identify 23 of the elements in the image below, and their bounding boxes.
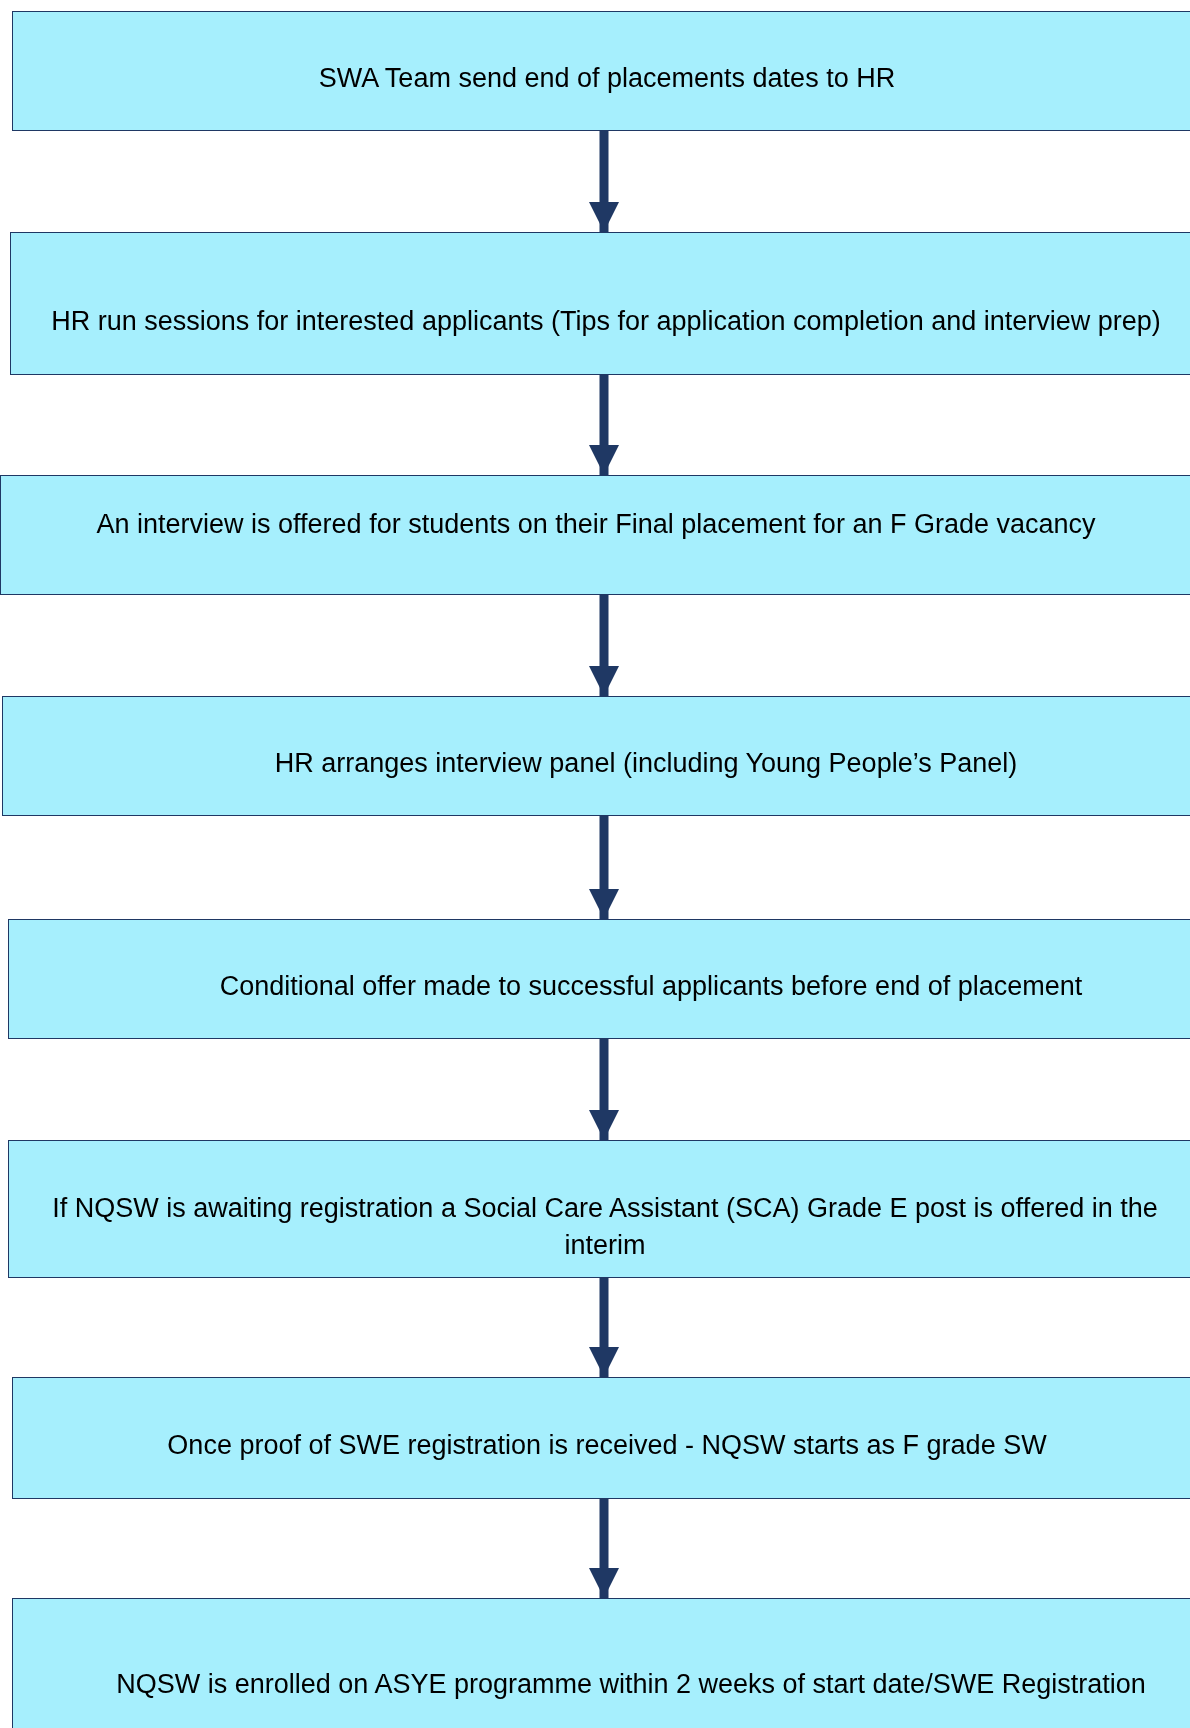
step-text: HR run sessions for interested applicants (Tips for application completion and interview prep) bbox=[50, 304, 1162, 338]
step-text: Conditional offer made to successful applicants before end of placement bbox=[218, 969, 1084, 1003]
process-box bbox=[12, 1377, 1190, 1499]
step-text: If NQSW is awaiting registration a Social Care Assistant (SCA) Grade E post is offered in the interim bbox=[51, 1192, 1159, 1262]
arrow bbox=[589, 1499, 619, 1598]
process-box bbox=[8, 919, 1190, 1039]
step-text: NQSW is enrolled on ASYE programme within 2 weeks of start date/SWE Registration bbox=[115, 1667, 1147, 1701]
arrow bbox=[589, 1039, 619, 1140]
arrow bbox=[589, 375, 619, 475]
process-box bbox=[0, 475, 1190, 595]
arrow bbox=[589, 816, 619, 919]
arrow bbox=[589, 131, 619, 232]
process-box bbox=[12, 11, 1190, 131]
arrow bbox=[589, 1278, 619, 1377]
process-box bbox=[8, 1140, 1190, 1278]
step-text: An interview is offered for students on their Final placement for an F Grade vacancy bbox=[95, 507, 1097, 541]
process-box bbox=[2, 696, 1190, 816]
process-box bbox=[12, 1598, 1190, 1728]
arrow bbox=[589, 595, 619, 696]
process-box bbox=[10, 232, 1190, 375]
step-text: HR arranges interview panel (including Young People’s Panel) bbox=[273, 746, 1019, 780]
step-text: Once proof of SWE registration is received - NQSW starts as F grade SW bbox=[166, 1428, 1048, 1462]
step-text: SWA Team send end of placements dates to HR bbox=[317, 61, 897, 95]
